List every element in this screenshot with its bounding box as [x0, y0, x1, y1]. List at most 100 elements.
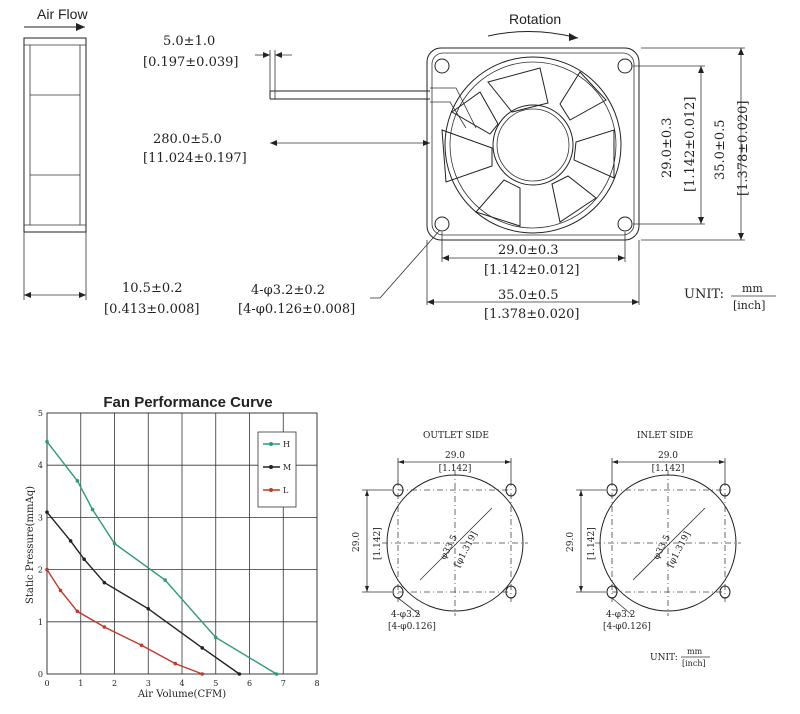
inlet-hole-tl	[606, 483, 618, 497]
outlet-hole-tr	[505, 483, 517, 497]
chart-legend-marker-H	[269, 442, 273, 446]
mounting-hole-tr	[617, 58, 633, 74]
unit2-inch: [inch]	[682, 659, 706, 668]
chart-y-tick-label: 4	[38, 461, 43, 470]
chart-x-tick-label: 6	[247, 679, 252, 688]
chart-y-axis-label: Static Pressure(mmAq)	[25, 486, 36, 604]
chart-y-tick-label: 2	[38, 566, 43, 575]
chart-point-H	[75, 479, 80, 483]
unit-inch: [inch]	[733, 299, 765, 312]
chart-point-L	[45, 567, 49, 572]
chart-x-tick-label: 2	[112, 679, 117, 688]
chart-point-M	[45, 510, 49, 514]
lead-length-inch: [11.024±0.197]	[143, 151, 247, 166]
chart-y-tick-label: 0	[38, 670, 43, 679]
holes-inch: [4-φ0.126±0.008]	[238, 302, 355, 317]
chart-point-H	[274, 672, 279, 676]
chart-x-axis-label: Air Volume(CFM)	[137, 689, 226, 700]
rotation-arrow-icon	[569, 33, 578, 41]
hole-pitch-v-inch: [1.142±0.012]	[683, 97, 698, 192]
chart-point-M	[68, 539, 73, 543]
mounting-hole-br	[617, 216, 633, 232]
inlet-hole-tr	[719, 483, 731, 497]
chart-y-tick-label: 1	[38, 618, 43, 627]
outlet-side-view: OUTLET SIDE 29.0 [1.142] φ33.5 [φ1.319] …	[352, 431, 528, 632]
fan-hub	[492, 104, 574, 186]
chart-series-line-H	[46, 441, 277, 675]
fan-blades	[441, 67, 615, 227]
fan-venturi	[444, 56, 622, 234]
unit-label: UNIT:	[684, 287, 724, 302]
outlet-hole-br	[505, 585, 517, 599]
chart-point-M	[237, 672, 242, 676]
chart-point-L	[58, 588, 63, 593]
air-flow-label: Air Flow	[37, 6, 88, 22]
lead-wires: 5.0±1.0 [0.197±0.039] 280.0±5.0 [11.024±…	[143, 34, 430, 166]
frame-height-mm: 35.0±0.5	[713, 119, 728, 180]
chart-x-tick-label: 1	[78, 679, 83, 688]
chart-legend-marker-M	[269, 465, 273, 469]
chart-x-tick-label: 4	[179, 679, 184, 688]
chart-point-L	[200, 672, 205, 676]
chart-legend-marker-L	[269, 488, 273, 492]
chart-point-H	[213, 635, 218, 640]
chart-series	[45, 439, 279, 676]
chart-point-L	[102, 625, 107, 629]
outlet-pitch-v: 29.0	[352, 532, 362, 552]
inlet-dia-inch: [φ1.319]	[666, 530, 693, 569]
mounting-hole-bl	[434, 216, 450, 232]
inlet-pitch-v-inch: [1.142]	[587, 527, 597, 560]
rotation-label: Rotation	[509, 11, 561, 27]
lead-length-mm: 280.0±5.0	[153, 132, 222, 147]
outlet-hole-tl	[392, 483, 404, 497]
outlet-holes-inch: [4-φ0.126]	[388, 622, 436, 632]
outlet-title: OUTLET SIDE	[423, 431, 489, 441]
outlet-holes: 4-φ3.2	[391, 610, 420, 620]
mounting-hole-tl	[434, 58, 450, 74]
chart-point-H	[163, 578, 167, 582]
chart-x-tick-label: 8	[314, 679, 319, 688]
outlet-pitch-h-inch: [1.142]	[439, 464, 472, 474]
chart-legend: HML	[257, 431, 297, 508]
unit2-mm: mm	[687, 647, 703, 656]
front-view: Rotation 4-φ3.2±0.2	[238, 11, 776, 322]
chart-point-L	[139, 643, 144, 648]
chart-point-L	[75, 609, 80, 614]
fan-frame	[426, 47, 640, 241]
chart-x-tick-label: 0	[44, 679, 49, 688]
chart-point-M	[200, 646, 205, 650]
chart-point-H	[112, 541, 117, 546]
chart-point-H	[90, 507, 95, 512]
chart-legend-label-M: M	[283, 463, 291, 472]
chart-x-tick-label: 3	[146, 679, 151, 688]
air-flow-arrow-icon	[76, 23, 85, 31]
chart-point-M	[82, 557, 86, 561]
hole-pitch-v-mm: 29.0±0.3	[660, 117, 675, 178]
thickness-inch: [0.413±0.008]	[104, 302, 199, 317]
side-view: Air Flow 10.5±0.2 [0.413±0.008]	[23, 6, 199, 317]
chart-point-H	[45, 439, 49, 444]
unit2-label: UNIT:	[650, 653, 678, 663]
chart-point-L	[173, 661, 178, 666]
outlet-dia-inch: [φ1.319]	[453, 530, 480, 569]
inlet-pitch-h-inch: [1.142]	[652, 464, 685, 474]
fan-side-body	[23, 37, 87, 233]
chart-title: Fan Performance Curve	[103, 394, 272, 411]
inlet-hole-br	[719, 585, 731, 599]
chart-y-tick-label: 3	[38, 513, 43, 522]
chart-legend-label-H: H	[283, 440, 290, 449]
lead-gap-mm: 5.0±1.0	[163, 34, 215, 49]
inlet-pitch-h: 29.0	[658, 451, 678, 461]
thickness-mm: 10.5±0.2	[122, 281, 183, 296]
outlet-pitch-h: 29.0	[445, 451, 465, 461]
chart-grid	[46, 412, 318, 675]
chart-point-M	[102, 580, 107, 585]
inlet-holes-inch: [4-φ0.126]	[603, 622, 651, 632]
inlet-holes: 4-φ3.2	[606, 610, 635, 620]
frame-width-mm: 35.0±0.5	[498, 288, 559, 303]
frame-height-inch: [1.378±0.020]	[736, 101, 751, 196]
lead-gap-inch: [0.197±0.039]	[143, 55, 238, 70]
hole-pitch-h-mm: 29.0±0.3	[498, 243, 559, 258]
